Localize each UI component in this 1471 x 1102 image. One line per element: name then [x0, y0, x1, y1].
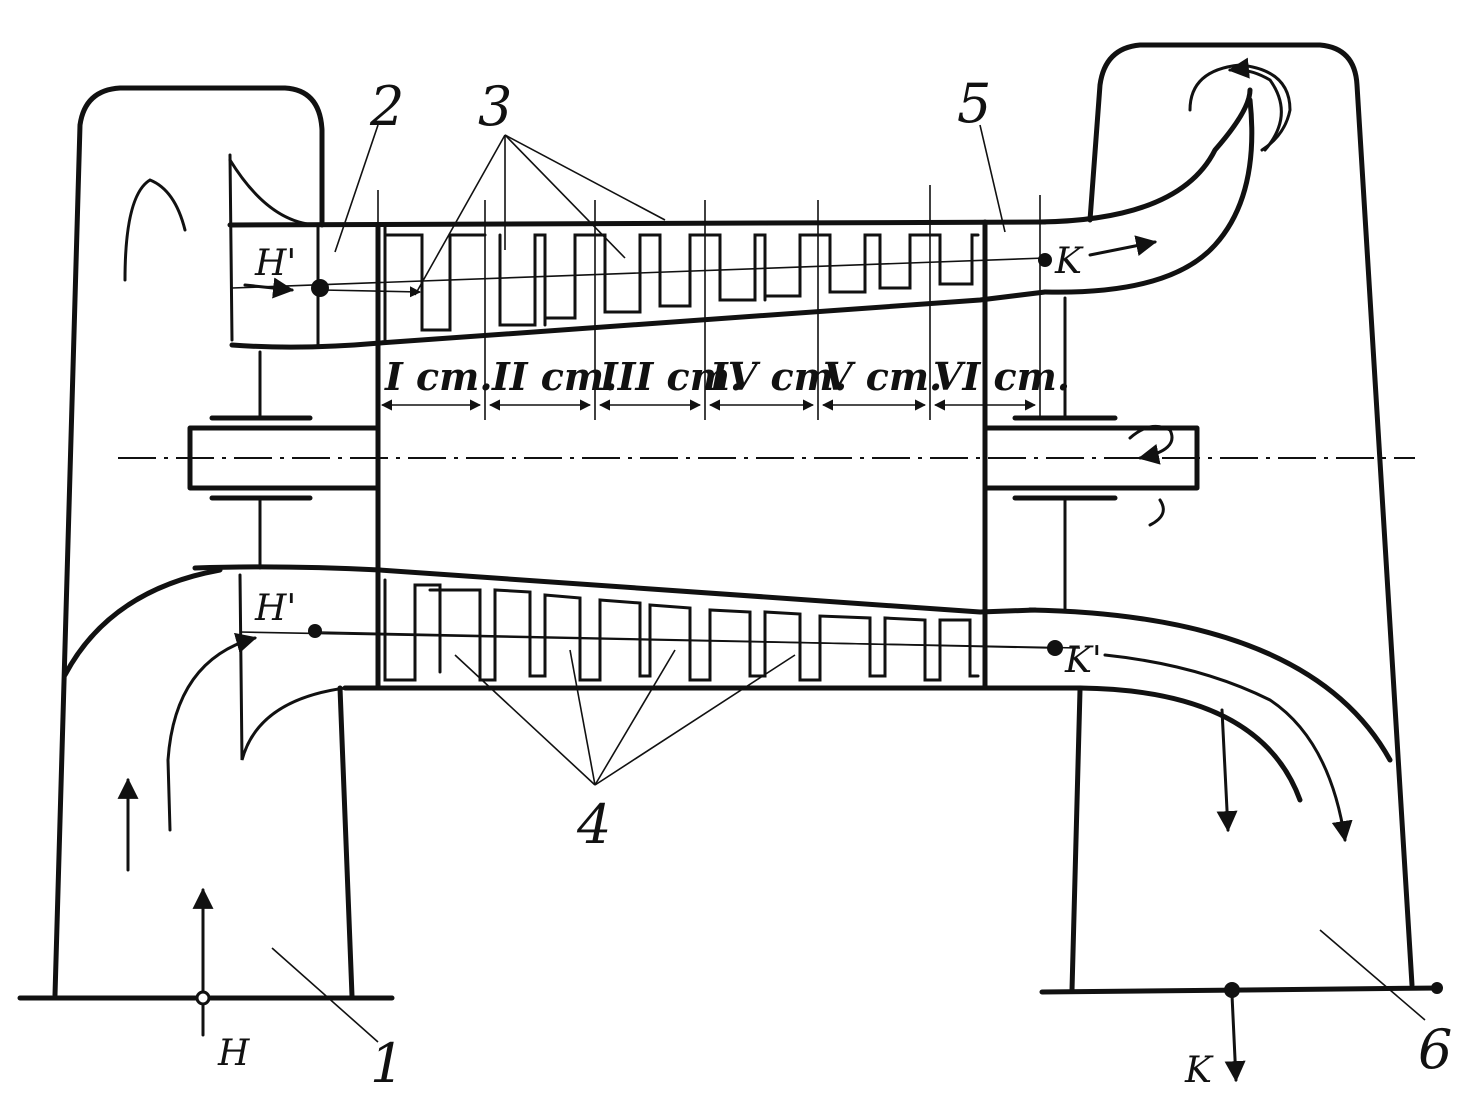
label-3: 3: [478, 75, 512, 138]
stage-labels: I ст. II ст. III ст. IV ст. V ст. VI ст.: [384, 354, 1070, 399]
label-k-top: K: [1054, 241, 1084, 282]
stage-label-2: II ст.: [491, 354, 617, 399]
stage-label-6: VI ст.: [933, 354, 1070, 399]
point-k: [1224, 982, 1240, 998]
compressor-body: [118, 185, 1415, 691]
point-k-top: [1038, 253, 1052, 267]
stage-label-3: III ст.: [599, 354, 743, 399]
stage-label-4: IV ст.: [709, 354, 847, 399]
flow-points: [195, 253, 1443, 1006]
outlet-casing: [1027, 42, 1443, 995]
point-k-prime-bottom: [1047, 640, 1063, 656]
leader-lines: [271, 124, 1426, 1043]
point-h-prime-bottom: [308, 624, 322, 638]
label-4: 4: [576, 793, 611, 856]
labels: 1 2 3 4 5 6 H H' H' K K' K: [217, 72, 1452, 1095]
label-2: 2: [369, 75, 404, 138]
stage-label-5: V ст.: [823, 354, 942, 399]
label-1: 1: [370, 1032, 404, 1095]
label-k: K: [1184, 1050, 1214, 1091]
point-h: [195, 990, 211, 1006]
label-h-prime-bottom: H': [254, 588, 296, 629]
label-h: H: [217, 1033, 250, 1074]
point-h-prime-top: [311, 279, 329, 297]
stage-label-1: I ст.: [384, 354, 493, 399]
flow-arrows: [117, 57, 1353, 1083]
label-k-prime-bottom: K': [1064, 640, 1102, 681]
outlet-end-point: [1431, 982, 1443, 994]
label-h-prime-top: H': [254, 243, 296, 284]
label-6: 6: [1418, 1018, 1452, 1081]
label-5: 5: [957, 72, 991, 135]
